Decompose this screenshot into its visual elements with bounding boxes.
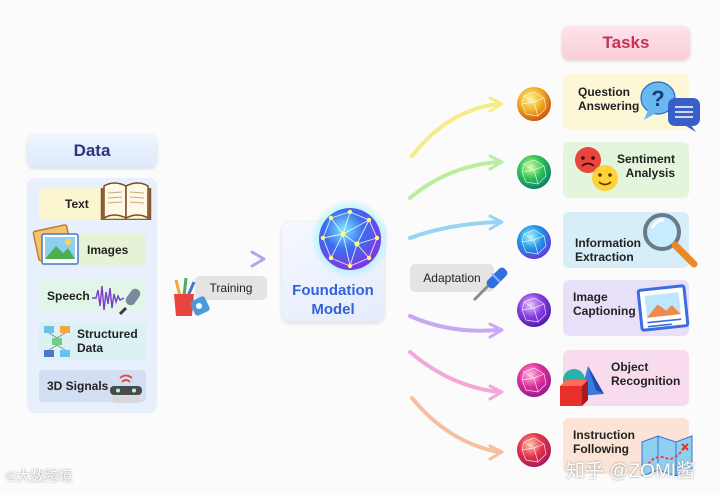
neural-sphere-icon [309, 198, 391, 285]
data-item-label: 3D Signals [47, 379, 109, 393]
data-item-label: Text [65, 197, 89, 211]
microphone-icon [90, 280, 148, 321]
data-item-label: Images [87, 243, 129, 257]
task-sentiment-analysis: Sentiment Analysis [563, 142, 689, 198]
tasks-section-title: Tasks [562, 26, 690, 60]
screwdriver-icon [470, 262, 512, 309]
task-label: Instruction Following [573, 428, 635, 456]
flowchart-icon [42, 324, 72, 363]
map-icon [640, 434, 696, 481]
emoji-faces-icon [570, 144, 626, 201]
foundation-model-label: Foundation Model [292, 282, 374, 318]
task-question-answering: Question Answering [563, 74, 689, 130]
arrow-image-captioning [408, 314, 500, 333]
task-label: Image Captioning [573, 290, 636, 318]
training-arrow [176, 250, 266, 268]
task-label: Question Answering [578, 85, 640, 113]
arrow-information-extraction [408, 220, 500, 240]
arrow-sentiment-analysis [408, 160, 500, 200]
arrow-question-answering [410, 102, 500, 158]
sphere-information-extraction [517, 225, 551, 259]
data-item-label: Structured Data [77, 327, 138, 355]
sphere-sentiment-analysis [517, 155, 551, 189]
arrow-instruction-following [410, 396, 500, 454]
data-item-speech: Speech [39, 280, 146, 312]
sphere-object-recognition [517, 363, 551, 397]
sensor-icon [108, 372, 144, 411]
data-section-title: Data [27, 134, 157, 168]
task-label: Information Extraction [575, 236, 641, 264]
arrow-object-recognition [408, 350, 500, 394]
picture-frame-icon [636, 284, 692, 341]
svg-text:?: ? [651, 86, 664, 111]
watermark-right: 知乎 @ZOMI酱 [566, 461, 696, 482]
adaptation-label: Adaptation [410, 264, 494, 292]
book-icon [100, 178, 152, 225]
sphere-instruction-following [517, 433, 551, 467]
sphere-question-answering [517, 87, 551, 121]
training-tools-icon [168, 276, 216, 327]
photo-icon [32, 224, 82, 273]
data-item-label: Speech [47, 289, 90, 303]
3d-shapes-icon [556, 360, 612, 415]
training-label: Training [195, 276, 267, 300]
sphere-image-captioning [517, 293, 551, 327]
question-bubble-icon: ? [638, 78, 704, 139]
task-label: Object Recognition [611, 360, 681, 388]
task-label: Sentiment Analysis [616, 152, 675, 180]
watermark-left: ©大数跨境 [6, 468, 73, 484]
magnifier-icon [640, 210, 700, 275]
